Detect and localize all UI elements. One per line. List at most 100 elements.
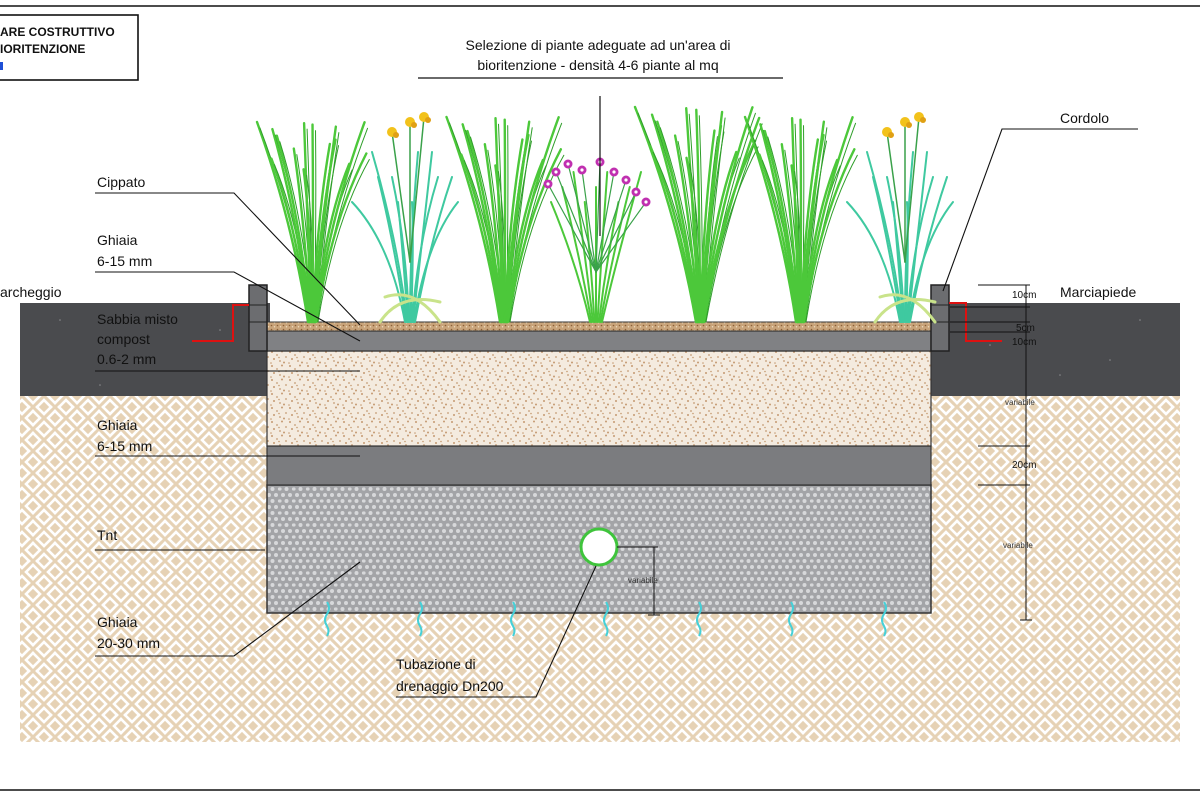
grass-plant-3 <box>460 153 502 324</box>
dim-10cm-top: 10cm <box>1012 290 1036 301</box>
grass-plant-1 <box>314 152 368 324</box>
label-ghiaia-bottom: Ghiaia 20-30 mm <box>95 561 361 657</box>
top-note-line-1: Selezione di piante adeguate ad un'area … <box>466 37 731 53</box>
svg-text:0.6-2 mm: 0.6-2 mm <box>97 351 156 367</box>
grass-plant-3 <box>506 116 560 324</box>
iris-plant-7 <box>873 298 937 324</box>
iris-plant-2-flower <box>411 122 417 128</box>
svg-text:Ghiaia: Ghiaia <box>97 232 138 248</box>
svg-text:20-30 mm: 20-30 mm <box>97 635 160 651</box>
flowering-plant-4 <box>567 163 597 273</box>
label-ghiaia-mid: Ghiaia 6-15 mm <box>95 417 360 457</box>
grass-plant-3 <box>506 148 563 324</box>
flowering-plant-4 <box>595 191 637 273</box>
flowering-plant-4 <box>595 179 627 273</box>
label-parcheggio: archeggio <box>0 284 62 300</box>
grass-plant-1 <box>302 168 313 324</box>
iris-plant-2 <box>409 116 425 263</box>
grass-plant-1 <box>255 120 310 324</box>
iris-plant-2 <box>378 298 442 324</box>
title-block: ARE COSTRUTTIVO IORITENZIONE <box>0 14 139 81</box>
svg-text:Sabbia misto: Sabbia misto <box>97 311 178 327</box>
iris-plant-7 <box>904 116 920 263</box>
svg-text:Cordolo: Cordolo <box>1060 110 1109 126</box>
grass-plant-3 <box>494 164 505 324</box>
label-tubazione: Tubazione di drenaggio Dn200 <box>396 565 597 698</box>
dim-5cm: 5cm <box>1016 323 1035 334</box>
grass-plant-6 <box>800 120 826 324</box>
grass-plant-3 <box>445 115 502 324</box>
svg-text:6-15 mm: 6-15 mm <box>97 438 152 454</box>
svg-text:Cippato: Cippato <box>97 174 145 190</box>
grass-plant-3 <box>461 123 503 324</box>
iris-plant-7 <box>907 151 928 323</box>
drainage-pipe <box>579 527 619 567</box>
grass-plant-1 <box>317 159 370 323</box>
iris-plant-2 <box>391 131 411 263</box>
iris-plant-7 <box>905 201 909 323</box>
iris-plant-2 <box>410 201 414 323</box>
flowering-plant-4-flower <box>580 168 584 172</box>
grass-plant-6 <box>780 143 800 324</box>
iris-plant-7-flower <box>920 117 926 123</box>
grass-plant-5 <box>649 145 698 324</box>
svg-text:6-15 mm: 6-15 mm <box>97 253 152 269</box>
grass-plant-1 <box>292 147 312 324</box>
grass-plant-3 <box>466 129 504 324</box>
iris-plant-2 <box>391 176 410 323</box>
dimension-chain <box>950 284 1032 621</box>
label-cippato: Cippato <box>95 174 361 326</box>
dim-variabile-gravel: variabile <box>1003 541 1033 550</box>
grass-plant-5 <box>701 106 754 324</box>
flowering-plant-4 <box>572 171 594 323</box>
grass-plant-6 <box>802 148 856 324</box>
fine-gravel-band-middle <box>266 445 932 486</box>
grass-plant-5 <box>685 156 701 324</box>
svg-text:Ghiaia: Ghiaia <box>97 614 138 630</box>
flowering-plant-4 <box>547 183 597 273</box>
sand-compost-layer <box>266 350 932 447</box>
iris-plant-2 <box>412 151 433 323</box>
curb-left <box>248 284 268 352</box>
svg-text:drenaggio Dn200: drenaggio Dn200 <box>396 678 504 694</box>
grass-plant-6 <box>805 154 858 323</box>
grass-plant-5 <box>673 134 700 324</box>
pipe-dimension <box>617 546 660 616</box>
grass-plant-5 <box>705 123 763 323</box>
sidewalk-asphalt <box>930 303 1180 396</box>
iris-plant-7 <box>878 293 937 324</box>
iris-plant-2-flower <box>393 132 399 138</box>
title-line-1: ARE COSTRUTTIVO <box>0 25 115 39</box>
grass-plant-1 <box>312 125 338 324</box>
iris-plant-7 <box>909 176 948 323</box>
top-note-line-2: bioritenzione - densità 4-6 piante al mq <box>477 57 718 73</box>
flowering-plant-4 <box>599 186 631 323</box>
flowering-plant-4 <box>555 171 597 273</box>
red-line-left <box>192 304 249 342</box>
flowering-plant-4 <box>595 201 647 273</box>
grass-plant-5 <box>700 110 724 324</box>
iris-plant-2 <box>383 293 442 324</box>
grass-plant-6 <box>763 129 800 324</box>
svg-text:Tnt: Tnt <box>97 527 117 543</box>
flowering-plant-4-flower <box>634 190 638 194</box>
grass-plant-5 <box>701 150 738 324</box>
grass-plant-5 <box>656 120 699 324</box>
svg-text:Ghiaia: Ghiaia <box>97 417 138 433</box>
flowering-plant-4 <box>561 186 593 323</box>
flowering-plant-4-flower <box>644 200 648 204</box>
grass-plant-5 <box>633 105 698 324</box>
flowering-plant-4-flower <box>554 170 558 174</box>
title-line-2: IORITENZIONE <box>0 42 85 56</box>
label-tnt: Tnt <box>95 527 265 551</box>
iris-plant-7 <box>886 131 906 263</box>
iris-plant-7 <box>886 176 905 323</box>
dim-20cm: 20cm <box>1012 460 1036 471</box>
flowering-plant-4 <box>595 161 601 273</box>
grass-plant-6 <box>790 164 801 324</box>
iris-plant-2-flower <box>425 117 431 123</box>
flowering-plant-4-flower <box>612 170 616 174</box>
grass-plant-3 <box>504 120 531 324</box>
grass-plant-3 <box>503 118 507 324</box>
